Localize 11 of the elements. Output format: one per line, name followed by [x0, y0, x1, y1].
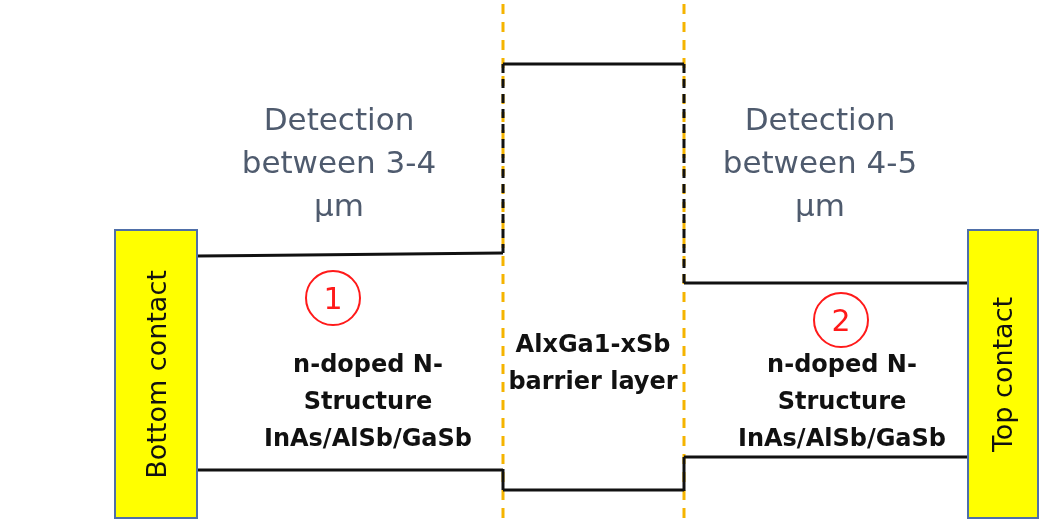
number-circle: 1	[305, 270, 361, 326]
contact-label: Top contact	[987, 296, 1019, 452]
layer-label: n-doped N-Structure InAs/AlSb/GaSb	[263, 349, 473, 454]
number-circle: 2	[813, 292, 869, 348]
detection-note: Detection between 3-4 μm	[240, 100, 438, 225]
layer-label: AlxGa1-xSb barrier layer	[508, 329, 678, 397]
layer-label: n-doped N-Structure InAs/AlSb/GaSb	[737, 349, 947, 454]
contact-box	[967, 229, 1039, 519]
detection-note: Detection between 4-5 μm	[721, 100, 919, 225]
contact-label: Bottom contact	[140, 269, 172, 479]
contact-box	[114, 229, 198, 519]
